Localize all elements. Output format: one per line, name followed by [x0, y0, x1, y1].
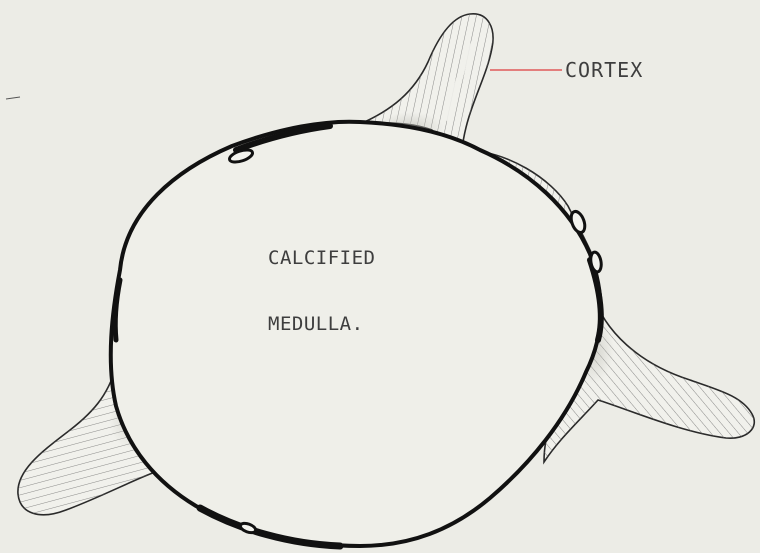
medulla-label: MEDULLA. [268, 313, 364, 335]
cortex-label: CORTEX [565, 58, 643, 82]
calcified-label: CALCIFIED [268, 247, 375, 269]
stray-mark [6, 97, 20, 99]
